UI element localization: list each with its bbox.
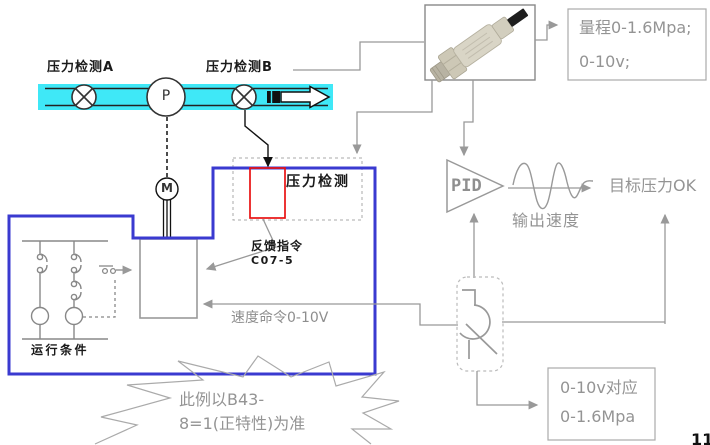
sensor-photo bbox=[424, 4, 536, 83]
pump-circle bbox=[146, 77, 186, 117]
flow-arrow-icon bbox=[267, 85, 331, 109]
detection-red-rect bbox=[249, 167, 286, 219]
valve-to-detect-arrow bbox=[244, 110, 273, 168]
run-condition-ladder bbox=[22, 240, 108, 340]
transducer-symbol bbox=[456, 276, 504, 372]
sensor-to-note-line bbox=[535, 20, 559, 41]
output-speed-label: 输出速度 bbox=[512, 211, 581, 230]
pid-triangle bbox=[446, 158, 505, 214]
speed-command-label: 速度命令0-10V bbox=[231, 310, 329, 326]
valve-b-icon bbox=[231, 84, 257, 110]
feedback-leader-line bbox=[205, 218, 277, 271]
valve-a-icon bbox=[71, 84, 97, 110]
range-note-box bbox=[567, 8, 707, 81]
pipe-label-a: 压力检测A bbox=[47, 60, 115, 75]
drive-box bbox=[139, 238, 198, 319]
detection-box-label: 压力检测 bbox=[286, 174, 350, 190]
run-condition-label: 运行条件 bbox=[31, 343, 90, 357]
feedback-note-line2: C07-5 bbox=[251, 254, 295, 267]
enclosure-outline bbox=[7, 166, 377, 376]
page-number: 11 bbox=[691, 430, 710, 445]
transducer-to-mapping-line bbox=[476, 371, 539, 410]
motor-icon bbox=[155, 177, 179, 239]
pipe-label-b: 压力检测B bbox=[206, 60, 273, 75]
sensor-to-pid-line bbox=[459, 80, 474, 157]
mapping-note-line2: 0-1.6Mpa bbox=[560, 407, 636, 426]
motor-label: M bbox=[161, 181, 173, 195]
detection-dashed-box bbox=[232, 157, 363, 221]
sensor-range-line2: 0-10v; bbox=[579, 52, 631, 71]
settling-waveform bbox=[508, 162, 594, 210]
mapping-note-box bbox=[547, 367, 656, 441]
pid-label: PID bbox=[451, 176, 482, 196]
burst-note-line1: 此例以B43- bbox=[179, 390, 265, 409]
pump-label: P bbox=[161, 88, 171, 104]
speed-command-line bbox=[202, 299, 458, 326]
pipe-to-sensor-line bbox=[293, 41, 424, 71]
target-pressure-label: 目标压力OK bbox=[609, 176, 697, 195]
interlock-switch-icon bbox=[83, 265, 133, 318]
mapping-note-line1: 0-10v对应 bbox=[560, 378, 638, 397]
burst-note-line2: 8=1(正特性)为准 bbox=[179, 414, 306, 433]
sensor-range-line1: 量程0-1.6Mpa; bbox=[579, 18, 692, 37]
feedback-note-line1: 反馈指令 bbox=[251, 239, 304, 253]
starburst-callout bbox=[94, 355, 400, 445]
sensor-to-detectbox-line bbox=[352, 80, 433, 155]
